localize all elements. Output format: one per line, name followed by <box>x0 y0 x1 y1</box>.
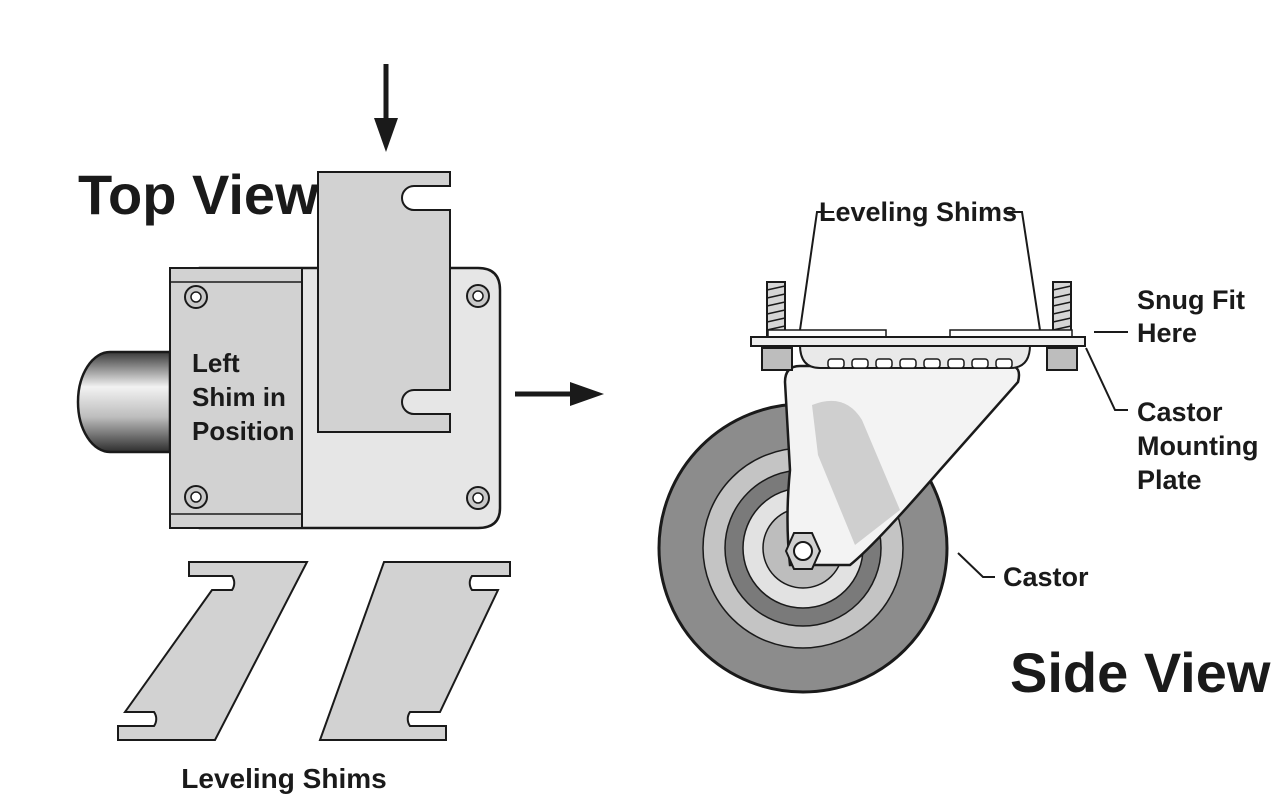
side-view-title: Side View <box>1010 641 1271 704</box>
left-shim-label-line: Left <box>192 348 240 378</box>
top-view: Top View <box>76 64 604 794</box>
mounting-plate-label-line: Castor <box>1137 397 1223 427</box>
fork-shading <box>812 400 900 545</box>
leveling-shims-callout <box>799 211 1041 331</box>
mounting-plate-label: Castor Mounting Plate <box>1137 397 1266 495</box>
down-arrow-icon <box>374 64 398 152</box>
side-view: Leveling Shims Snug Fit Here Castor Moun… <box>657 197 1271 704</box>
castor-callout <box>957 552 995 578</box>
mounting-plate-callout <box>1085 347 1128 411</box>
top-view-title: Top View <box>78 163 319 226</box>
threaded-stud <box>1046 281 1078 371</box>
shim-being-inserted <box>317 171 451 433</box>
bearing-balls <box>827 358 1013 369</box>
mounting-plate-label-line: Mounting <box>1137 431 1258 461</box>
axle-nut-icon <box>784 532 822 570</box>
leveling-shims-label-side: Leveling Shims <box>819 197 1017 227</box>
snug-fit-label-line: Snug Fit <box>1137 285 1245 315</box>
bolt-icon <box>184 285 208 309</box>
leveling-shim-loose <box>318 561 511 741</box>
left-shim-in-position <box>169 267 303 529</box>
right-arrow-icon <box>515 382 604 406</box>
bolt-icon <box>466 486 490 510</box>
bolt-icon <box>466 284 490 308</box>
left-shim-label-line: Position <box>192 416 295 446</box>
leveling-shim-loose <box>117 561 309 741</box>
snug-fit-label-line: Here <box>1137 318 1197 348</box>
snug-fit-label: Snug Fit Here <box>1137 285 1253 348</box>
left-shim-label-line: Shim in <box>192 382 286 412</box>
castor-cylinder <box>76 350 172 454</box>
threaded-stud <box>761 281 793 371</box>
castor-label: Castor <box>1003 562 1089 592</box>
mounting-plate-label-line: Plate <box>1137 465 1202 495</box>
left-shim-label: Left Shim in Position <box>192 348 295 446</box>
leveling-shims-label-bottom: Leveling Shims <box>181 763 386 794</box>
castor-mounting-plate <box>750 336 1086 347</box>
bolt-icon <box>184 485 208 509</box>
